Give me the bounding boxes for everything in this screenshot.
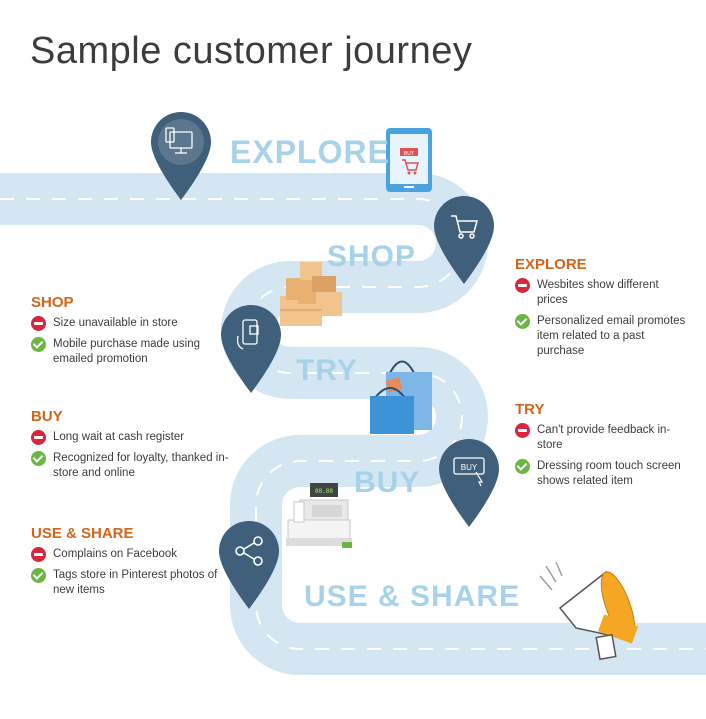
positive-icon (515, 314, 530, 329)
panel-title: SHOP (31, 294, 74, 311)
panel-shop: SHOP Size unavailable in store Mobile pu… (31, 294, 231, 373)
tablet-illustration: BUY (386, 128, 432, 192)
positive-icon (31, 451, 46, 466)
negative-icon (515, 278, 530, 293)
stage-label-try: TRY (296, 354, 358, 387)
negative-icon (31, 430, 46, 445)
page-title: Sample customer journey (30, 30, 473, 72)
boxes-illustration (280, 262, 342, 326)
pin-try (221, 305, 281, 393)
panel-title: USE & SHARE (31, 525, 134, 542)
megaphone-illustration (539, 561, 638, 661)
stage-label-use-share: USE & SHARE (304, 580, 521, 613)
negative-icon (31, 316, 46, 331)
positive-icon (515, 459, 530, 474)
share-icon (235, 536, 263, 566)
pin-use-share (219, 521, 279, 609)
list-item: Long wait at cash register (31, 430, 231, 445)
panel-try: TRY Can't provide feedback in-store Dres… (515, 401, 690, 495)
pin-shop (434, 196, 494, 284)
list-item: Wesbites show different prices (515, 278, 690, 308)
stage-label-buy: BUY (354, 466, 421, 499)
store-screen-icon (165, 127, 193, 154)
buy-button-icon: BUY (453, 457, 485, 487)
list-item: Complains on Facebook (31, 547, 231, 562)
list-item: Personalized email promotes item related… (515, 314, 690, 359)
panel-title: TRY (515, 401, 545, 418)
list-item: Can't provide feedback in-store (515, 423, 690, 453)
negative-icon (31, 547, 46, 562)
cash-register-illustration: 88.88 (286, 483, 352, 548)
shopping-bags-illustration (370, 360, 432, 434)
tablet-buy-text: BUY (404, 151, 415, 157)
positive-icon (31, 337, 46, 352)
stage-label-explore: EXPLORE (230, 134, 390, 170)
panel-title: BUY (31, 408, 63, 425)
positive-icon (31, 568, 46, 583)
stage-label-shop: SHOP (327, 240, 417, 273)
pin-buy: BUY (439, 439, 499, 527)
list-item: Dressing room touch screen shows related… (515, 459, 690, 489)
panel-explore: EXPLORE Wesbites show different prices P… (515, 256, 690, 365)
list-item: Mobile purchase made using emailed promo… (31, 337, 231, 367)
buy-pin-text: BUY (461, 463, 478, 472)
panel-use-share: USE & SHARE Complains on Facebook Tags s… (31, 525, 231, 604)
register-display-text: 88.88 (315, 488, 333, 495)
list-item: Size unavailable in store (31, 316, 231, 331)
shopping-cart-icon (451, 215, 478, 239)
negative-icon (515, 423, 530, 438)
list-item: Recognized for loyalty, thanked in-store… (31, 451, 231, 481)
pin-explore (151, 112, 211, 200)
list-item: Tags store in Pinterest photos of new it… (31, 568, 231, 598)
panel-title: EXPLORE (515, 256, 587, 273)
mobile-phone-icon (236, 319, 259, 350)
panel-buy: BUY Long wait at cash register Recognize… (31, 408, 231, 487)
